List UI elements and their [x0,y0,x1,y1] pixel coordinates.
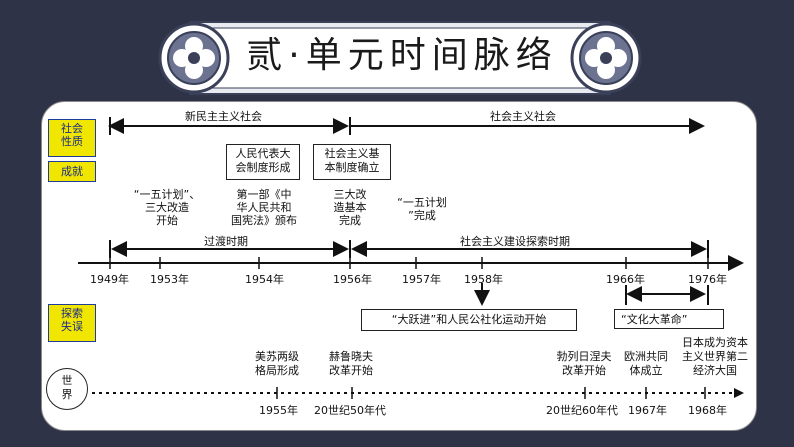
world-date-1950s: 20世纪50年代 [314,404,386,417]
world-date-1960s: 20世纪60年代 [546,404,618,417]
box-people-congress: 人民代表大 会制度形成 [226,144,300,180]
year-1956: 1956年 [333,273,372,286]
achievement-plan-done: “一五计划 ”完成 [397,196,447,222]
world-event-brezhnev: 勃列日涅夫 改革开始 [556,350,612,377]
tag-exploration-error: 探索 失误 [48,304,96,342]
tag-society-nature: 社会 性质 [48,119,96,157]
world-event-bipolar: 美苏两级 格局形成 [255,350,299,377]
world-event-khrushchev: 赫鲁晓夫 改革开始 [329,350,373,377]
year-1954: 1954年 [245,273,284,286]
achievement-constitution: 第一部《中 华人民共和 国宪法》颁布 [231,188,297,227]
title-banner [158,21,642,95]
year-1966: 1966年 [606,273,645,286]
world-ticks [276,387,706,399]
label-socialist: 社会主义社会 [490,110,556,123]
world-date-1968: 1968年 [688,404,727,417]
box-cultural-revolution: “文化大革命” [614,309,724,329]
world-date-1955: 1955年 [259,404,298,417]
world-label: 世 界 [61,374,73,401]
year-1958: 1958年 [464,273,503,286]
year-1957: 1957年 [402,273,441,286]
label-transition: 过渡时期 [204,235,248,248]
achievement-plan-start: “一五计划”、 三大改造 开始 [133,188,201,227]
box-great-leap-forward: “大跃进”和人民公社化运动开始 [361,309,577,331]
world-event-ec: 欧洲共同 体成立 [624,350,668,377]
year-1949: 1949年 [90,273,129,286]
world-event-japan: 日本成为资本 主义世界第二 经济大国 [682,336,748,377]
world-date-1967: 1967年 [628,404,667,417]
page-title: 贰·单元时间脉络 [246,35,558,76]
world-circle [46,368,88,410]
box-socialist-system: 社会主义基 本制度确立 [313,144,391,180]
label-new-democratic: 新民主主义社会 [185,110,262,123]
label-exploration: 社会主义建设探索时期 [460,235,570,248]
year-1976: 1976年 [688,273,727,286]
achievement-reform-done: 三大改 造基本 完成 [333,188,367,227]
tag-achievement: 成就 [48,161,96,182]
year-1953: 1953年 [150,273,189,286]
axis-ticks [109,257,709,269]
